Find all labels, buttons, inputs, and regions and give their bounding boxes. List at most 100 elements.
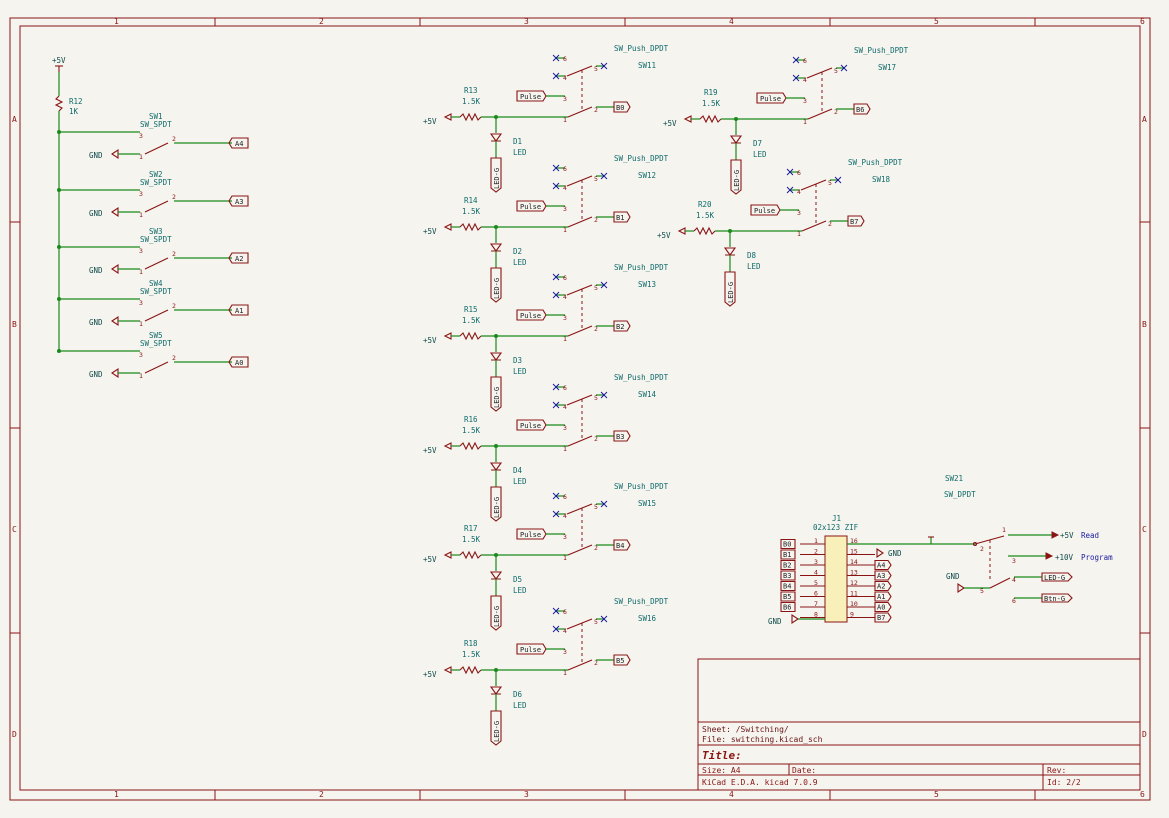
svg-text:1: 1	[139, 372, 143, 380]
tb-title: Title:	[702, 749, 742, 762]
spdt-gnd: GND	[89, 266, 103, 275]
j1-left-pin: 8	[814, 611, 818, 619]
channel-d-ref: D6	[513, 690, 523, 699]
channel-5v: +5V	[423, 117, 437, 126]
channel-led-g: LED-G	[493, 168, 501, 189]
tb-tool: KiCad E.D.A. kicad 7.0.9	[702, 778, 818, 787]
row-label-right: C	[1142, 525, 1147, 534]
svg-text:2: 2	[594, 216, 598, 224]
channel-sw-value: SW_Push_DPDT	[614, 597, 669, 606]
channel-d-ref: D2	[513, 247, 522, 256]
sw21-gnd-label: GND	[946, 572, 960, 581]
channel-d-ref: D3	[513, 356, 522, 365]
tb-sheet: Sheet: /Switching/	[702, 725, 789, 734]
svg-text:5: 5	[594, 65, 598, 73]
svg-text:4: 4	[563, 184, 567, 192]
channel-sw-value: SW_Push_DPDT	[614, 263, 669, 272]
channel-r-ref: R16	[464, 415, 478, 424]
svg-text:3: 3	[139, 247, 143, 255]
svg-text:1: 1	[563, 554, 567, 562]
channel-pulse: Pulse	[520, 203, 541, 211]
spdt-net-label: A1	[235, 307, 243, 315]
svg-text:5: 5	[980, 587, 984, 595]
svg-text:3: 3	[797, 209, 801, 217]
tb-date: Date:	[792, 766, 816, 775]
channel-d-ref: D4	[513, 466, 523, 475]
channel-pulse: Pulse	[520, 422, 541, 430]
channel-led-g: LED-G	[493, 387, 501, 408]
channel-5v: +5V	[423, 227, 437, 236]
svg-text:2: 2	[172, 354, 176, 362]
svg-text:2: 2	[172, 135, 176, 143]
channel-out-label: B3	[616, 433, 624, 441]
channel-led-g: LED-G	[493, 606, 501, 627]
svg-text:1: 1	[563, 226, 567, 234]
col-label-top: 1	[114, 17, 119, 26]
svg-text:2: 2	[594, 325, 598, 333]
channel-sw-ref: SW16	[638, 614, 657, 623]
j1-right-pin: 14	[850, 558, 858, 566]
spdt-ref: SW5	[149, 331, 163, 340]
j1-left-net: B5	[783, 593, 791, 601]
channel-sw-ref: SW18	[872, 175, 891, 184]
j1-left-pin: 2	[814, 548, 818, 556]
svg-text:6: 6	[563, 55, 567, 63]
spdt-net-label: A2	[235, 255, 243, 263]
svg-text:4: 4	[563, 403, 567, 411]
j1-right-net: A2	[877, 583, 885, 591]
svg-text:3: 3	[139, 132, 143, 140]
col-label-bottom: 6	[1140, 790, 1145, 799]
channel-r-value: 1.5K	[462, 535, 481, 544]
j1-right-net: A3	[877, 572, 885, 580]
j1-left-pin: 6	[814, 590, 818, 598]
channel-led-g: LED-G	[493, 497, 501, 518]
channel-sw-ref: SW17	[878, 63, 896, 72]
svg-text:3: 3	[139, 190, 143, 198]
svg-text:6: 6	[797, 169, 801, 177]
svg-text:2: 2	[172, 193, 176, 201]
svg-text:6: 6	[1012, 597, 1016, 605]
spdt-net-label: A4	[235, 140, 243, 148]
channel-out-label: B6	[856, 106, 864, 114]
svg-text:2: 2	[980, 545, 984, 553]
svg-text:3: 3	[563, 95, 567, 103]
channel-block: +5VR161.5KD4LEDLED-GSW_Push_DPDTSW14Puls…	[423, 373, 669, 522]
channel-sw-ref: SW13	[638, 280, 656, 289]
j1-left-pin: 1	[814, 537, 818, 545]
tb-size: Size: A4	[702, 766, 741, 775]
sw21-switch: SW21 SW_DPDT +5V Read +10V Program GND L…	[847, 474, 1113, 605]
channel-led-g: LED-G	[493, 278, 501, 299]
channel-d-value: LED	[513, 148, 527, 157]
j1-ref: J1	[832, 514, 841, 523]
svg-text:3: 3	[563, 424, 567, 432]
tb-id: Id: 2/2	[1047, 778, 1081, 787]
svg-text:3: 3	[139, 299, 143, 307]
channel-d-value: LED	[513, 258, 527, 267]
j1-left-net: B3	[783, 572, 791, 580]
channel-led-g: LED-G	[493, 721, 501, 742]
channel-pulse: Pulse	[520, 531, 541, 539]
channel-block: +5VR181.5KD6LEDLED-GSW_Push_DPDTSW16Puls…	[423, 597, 669, 746]
svg-text:4: 4	[563, 512, 567, 520]
svg-text:3: 3	[139, 351, 143, 359]
channel-d-value: LED	[747, 262, 761, 271]
j1-left-pin: 5	[814, 579, 818, 587]
svg-text:6: 6	[563, 608, 567, 616]
j1-right-pin: 15	[850, 548, 858, 556]
channel-sw-ref: SW14	[638, 390, 657, 399]
channel-d-value: LED	[513, 586, 527, 595]
spdt-ref: SW4	[149, 279, 163, 288]
j1-gnd-label: GND	[768, 617, 782, 626]
spdt-ref: SW1	[149, 112, 163, 121]
svg-text:5: 5	[594, 503, 598, 511]
sw21-10v-label: +10V	[1055, 553, 1074, 562]
col-label-top: 6	[1140, 17, 1145, 26]
svg-text:6: 6	[563, 493, 567, 501]
channel-sw-value: SW_Push_DPDT	[614, 44, 669, 53]
svg-text:2: 2	[594, 544, 598, 552]
tb-rev: Rev:	[1047, 766, 1066, 775]
col-label-bottom: 2	[319, 790, 324, 799]
sw21-led-g-label: LED-G	[1044, 574, 1065, 582]
